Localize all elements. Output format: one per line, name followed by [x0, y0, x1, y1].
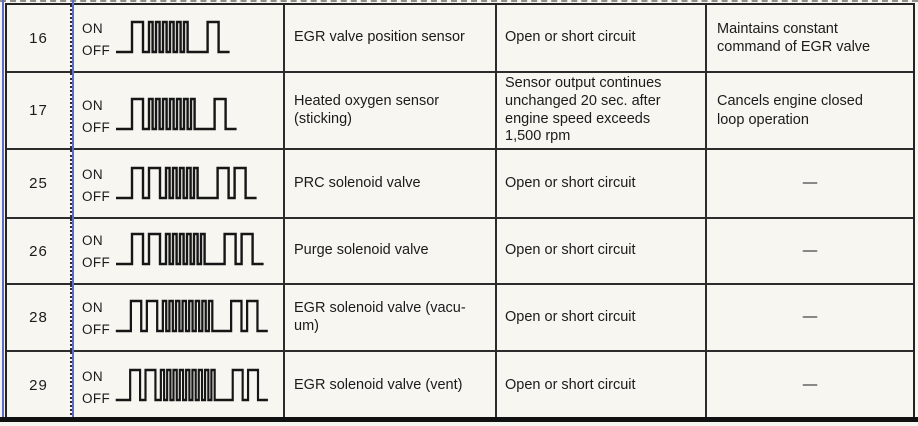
condition-cell: Open or short circuit — [497, 285, 707, 350]
flash-pattern-waveform — [116, 232, 264, 266]
item-text: EGR solenoid valve (vent) — [294, 376, 463, 393]
item-cell: PRC solenoid valve — [285, 150, 497, 217]
dtc-code-cell: 29 — [7, 352, 72, 419]
condition-text: Sensor output continues unchanged 20 sec… — [505, 75, 662, 145]
item-text: PRC solenoid valve — [294, 174, 421, 191]
dtc-code: 25 — [29, 175, 48, 192]
on-label: ON — [82, 369, 104, 384]
dtc-table-row: 28 ON OFF EGR solenoid valve (vacu- um) … — [7, 283, 913, 350]
scan-artifact-top-line — [0, 0, 918, 2]
condition-cell: Open or short circuit — [497, 352, 707, 419]
flash-pattern-cell: ON OFF — [72, 219, 285, 283]
item-cell: EGR solenoid valve (vent) — [285, 352, 497, 419]
diagnostic-code-table: 16 ON OFF EGR valve position sensor Open… — [5, 3, 915, 419]
flash-pattern-waveform — [116, 97, 237, 131]
item-cell: Heated oxygen sensor (sticking) — [285, 73, 497, 148]
action-text: — — [802, 242, 818, 259]
on-label: ON — [82, 300, 104, 315]
table-body: 16 ON OFF EGR valve position sensor Open… — [7, 5, 913, 419]
dtc-table-row: 17 ON OFF Heated oxygen sensor (sticking… — [7, 71, 913, 148]
dtc-code-cell: 17 — [7, 73, 72, 148]
dtc-code-cell: 16 — [7, 5, 72, 71]
dtc-table-row: 16 ON OFF EGR valve position sensor Open… — [7, 5, 913, 71]
condition-cell: Open or short circuit — [497, 5, 707, 71]
action-cell: — — [707, 219, 913, 283]
dtc-code-cell: 28 — [7, 285, 72, 350]
dtc-code-cell: 25 — [7, 150, 72, 217]
flash-pattern-waveform — [116, 299, 269, 333]
action-text: — — [802, 175, 818, 192]
dtc-code: 29 — [29, 377, 48, 394]
item-text: Heated oxygen sensor (sticking) — [294, 92, 440, 127]
dtc-code-cell: 26 — [7, 219, 72, 283]
off-label: OFF — [82, 120, 111, 135]
action-cell: — — [707, 352, 913, 419]
condition-text: Open or short circuit — [505, 308, 636, 325]
waveform-axis-labels: ON OFF — [82, 369, 110, 406]
waveform-axis-labels: ON OFF — [82, 98, 110, 135]
dtc-table-row: 26 ON OFF Purge solenoid valve Open or s… — [7, 217, 913, 283]
off-label: OFF — [82, 322, 111, 337]
on-label: ON — [82, 98, 104, 113]
action-cell: Maintains constant command of EGR valve — [707, 5, 913, 71]
condition-text: Open or short circuit — [505, 376, 636, 393]
on-label: ON — [82, 21, 104, 36]
flash-pattern-cell: ON OFF — [72, 285, 285, 350]
page-bottom-rule — [0, 417, 918, 422]
waveform-slot — [110, 363, 271, 407]
dtc-code: 16 — [29, 29, 48, 47]
action-text: — — [802, 309, 818, 326]
flash-pattern-waveform — [116, 20, 230, 54]
item-cell: EGR valve position sensor — [285, 5, 497, 71]
item-text: EGR valve position sensor — [294, 29, 465, 46]
waveform-slot — [110, 92, 240, 136]
flash-pattern-cell: ON OFF — [72, 73, 285, 148]
on-label: ON — [82, 167, 104, 182]
condition-text: Open or short circuit — [505, 242, 636, 259]
waveform-axis-labels: ON OFF — [82, 21, 110, 58]
item-text: Purge solenoid valve — [294, 242, 429, 259]
action-text: Maintains constant command of EGR valve — [717, 20, 871, 55]
item-cell: EGR solenoid valve (vacu- um) — [285, 285, 497, 350]
flash-pattern-cell: ON OFF — [72, 352, 285, 419]
dtc-code: 28 — [29, 309, 48, 326]
action-cell: — — [707, 285, 913, 350]
off-label: OFF — [82, 255, 111, 270]
condition-text: Open or short circuit — [505, 174, 636, 191]
flash-pattern-cell: ON OFF — [72, 5, 285, 71]
action-text: Cancels engine closed loop operation — [717, 93, 863, 128]
action-cell: — — [707, 150, 913, 217]
on-label: ON — [82, 233, 104, 248]
off-label: OFF — [82, 391, 111, 406]
waveform-slot — [110, 227, 267, 271]
condition-cell: Open or short circuit — [497, 219, 707, 283]
action-text: — — [802, 377, 818, 394]
off-label: OFF — [82, 189, 111, 204]
dtc-code: 26 — [29, 242, 48, 260]
dtc-table-row: 25 ON OFF PRC solenoid valve Open or sho… — [7, 148, 913, 217]
flash-pattern-waveform — [115, 368, 269, 402]
waveform-slot — [110, 161, 260, 205]
off-label: OFF — [82, 43, 111, 58]
waveform-axis-labels: ON OFF — [82, 167, 110, 204]
waveform-axis-labels: ON OFF — [82, 233, 110, 270]
flash-pattern-waveform — [116, 166, 257, 200]
condition-text: Open or short circuit — [505, 29, 636, 46]
waveform-slot — [110, 294, 271, 338]
flash-pattern-cell: ON OFF — [72, 150, 285, 217]
item-text: EGR solenoid valve (vacu- um) — [294, 299, 466, 334]
dtc-table-row: 29 ON OFF EGR solenoid valve (vent) Open… — [7, 350, 913, 419]
dtc-code: 17 — [29, 102, 48, 119]
condition-cell: Sensor output continues unchanged 20 sec… — [497, 73, 707, 148]
waveform-axis-labels: ON OFF — [82, 300, 110, 337]
waveform-slot — [110, 15, 233, 59]
condition-cell: Open or short circuit — [497, 150, 707, 217]
action-cell: Cancels engine closed loop operation — [707, 73, 913, 148]
item-cell: Purge solenoid valve — [285, 219, 497, 283]
